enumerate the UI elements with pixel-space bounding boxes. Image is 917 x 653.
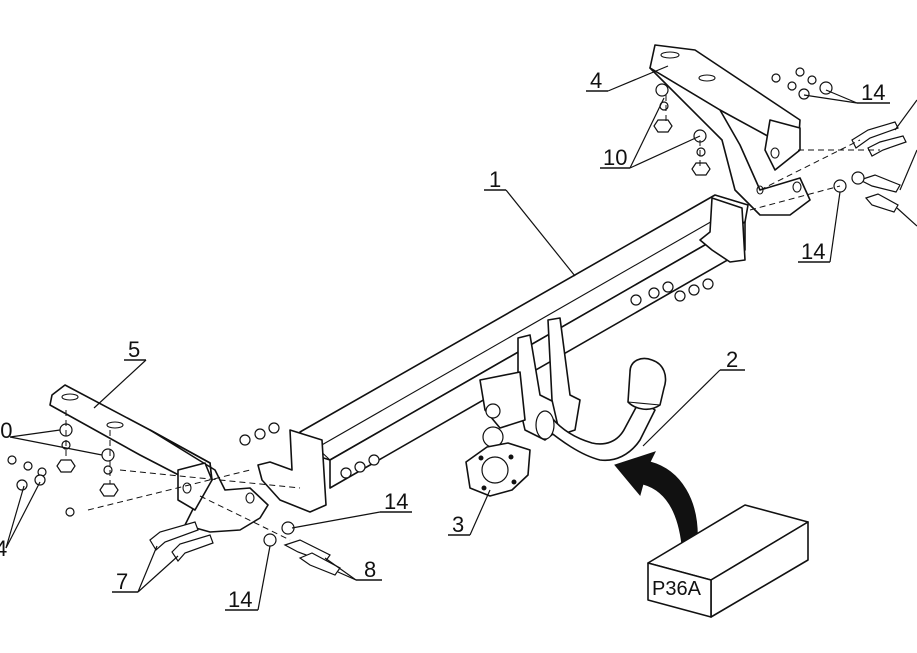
code-box-label: P36A xyxy=(652,578,702,600)
callout-4-top: 4 xyxy=(590,68,602,93)
left-bracket xyxy=(49,384,269,533)
crossbar-beam xyxy=(297,194,749,489)
hardware-under-beam xyxy=(239,278,714,479)
callout-7: 7 xyxy=(116,569,128,594)
assembly-lines xyxy=(65,95,880,541)
callout-8: 8 xyxy=(364,557,376,582)
left-end-plate xyxy=(257,429,327,513)
callout-10-left: 10 xyxy=(0,418,12,443)
leader-lines xyxy=(5,65,917,611)
code-box xyxy=(647,504,809,618)
bolts-bottom xyxy=(149,521,341,576)
callout-1: 1 xyxy=(489,167,501,192)
callout-14-bottom-b: 14 xyxy=(384,489,408,514)
hardware-left xyxy=(7,423,119,517)
right-end-plate xyxy=(699,197,746,263)
callout-14-top: 14 xyxy=(861,80,885,105)
hitch-mount xyxy=(479,317,581,448)
callout-2: 2 xyxy=(726,347,738,372)
callout-4-left: 4 xyxy=(0,536,7,561)
callout-10-top: 10 xyxy=(603,145,627,170)
tow-ball-neck xyxy=(535,357,667,462)
socket-plate xyxy=(465,442,531,497)
callout-3: 3 xyxy=(452,512,464,537)
bolts-top-right xyxy=(833,121,907,213)
callout-14-bottom-a: 14 xyxy=(228,587,252,612)
direction-arrow xyxy=(614,451,698,546)
callout-5: 5 xyxy=(128,337,140,362)
right-bracket xyxy=(649,44,811,216)
callout-14-right: 14 xyxy=(801,239,825,264)
